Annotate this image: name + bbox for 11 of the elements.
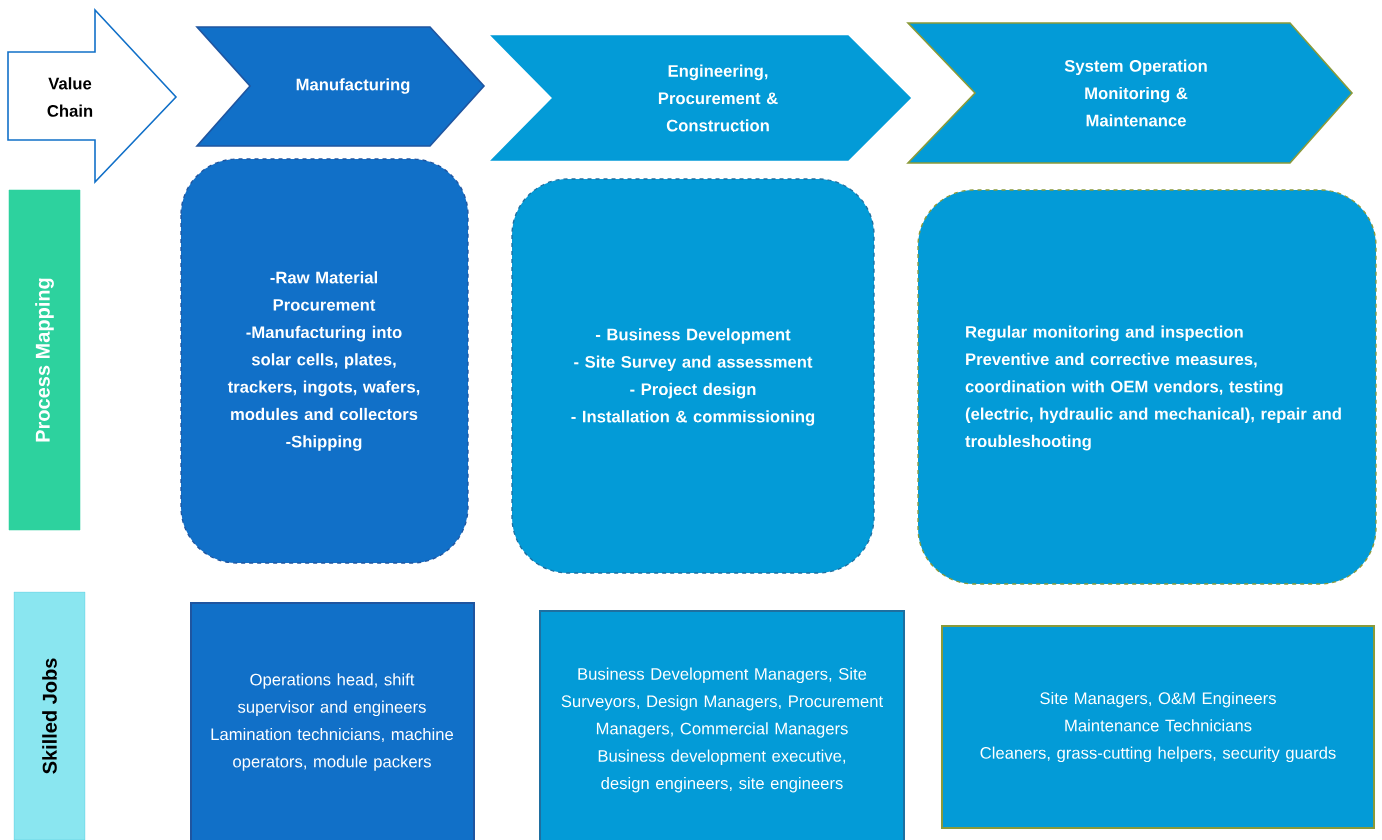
process-box: -Raw Material Procurement -Manufacturing into solar cells, plates, trackers, ingots, wafers, modules and collectors -Shipping <box>180 158 469 564</box>
jobs-box: Site Managers, O&M Engineers Maintenance Technicians Cleaners, grass-cutting helpers, security guards <box>941 625 1375 829</box>
process-box: Regular monitoring and inspection Preventive and corrective measures, coordination with OEM vendors, testing (electric, hydraulic and mechanical), repair and troubleshooting <box>917 189 1377 585</box>
row-header-band: Skilled Jobs <box>13 591 86 840</box>
jobs-box: Business Development Managers, Site Surveyors, Design Managers, Procurement Managers, Commercial Managers Business development executive, design engineers, site engineers <box>539 610 905 840</box>
stage-banner: System Operation Monitoring & Maintenance <box>906 22 1354 164</box>
jobs-box: Operations head, shift supervisor and engineers Lamination technicians, machine operators, module packers <box>190 602 475 840</box>
stage-banner: Manufacturing <box>195 26 486 147</box>
stage-banner: Engineering, Procurement & Construction <box>490 35 912 161</box>
process-box: - Business Development - Site Survey and assessment - Project design - Installation & commissioning <box>511 178 875 574</box>
row-header-band: Process Mapping <box>8 189 81 531</box>
